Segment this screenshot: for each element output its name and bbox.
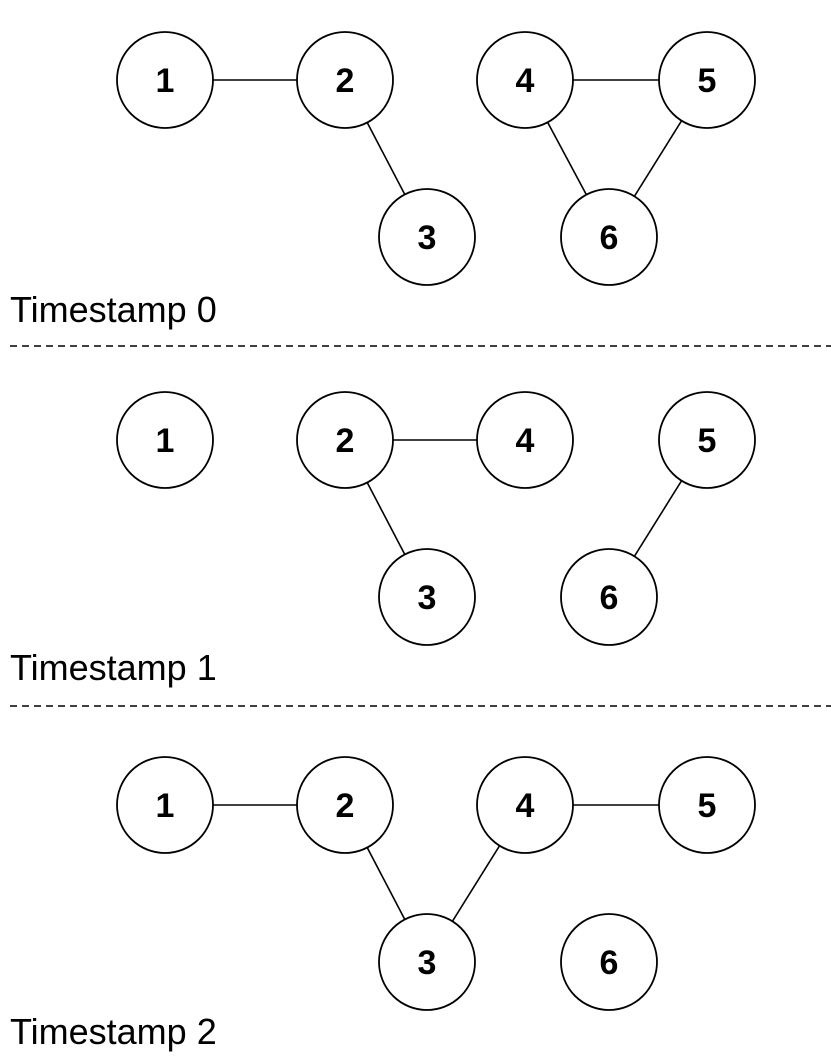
node-label: 4	[516, 62, 535, 100]
node-circle	[560, 548, 658, 646]
node-circle	[296, 756, 394, 854]
node-circle	[476, 756, 574, 854]
panel-label: Timestamp 1	[10, 647, 217, 688]
node-circle	[560, 913, 658, 1011]
node-label: 6	[600, 219, 619, 257]
node-label: 3	[418, 219, 437, 257]
node-3: 3	[378, 548, 476, 646]
node-label: 5	[698, 62, 717, 100]
node-3: 3	[378, 913, 476, 1011]
node-circle	[378, 548, 476, 646]
node-5: 5	[658, 31, 756, 129]
node-circle	[658, 391, 756, 489]
node-label: 4	[516, 422, 535, 460]
node-1: 1	[116, 756, 214, 854]
node-circle	[658, 31, 756, 129]
node-circle	[378, 188, 476, 286]
panel-label: Timestamp 2	[10, 1011, 217, 1052]
node-5: 5	[658, 756, 756, 854]
node-circle	[116, 756, 214, 854]
node-5: 5	[658, 391, 756, 489]
node-2: 2	[296, 756, 394, 854]
node-6: 6	[560, 548, 658, 646]
node-2: 2	[296, 31, 394, 129]
node-circle	[560, 188, 658, 286]
node-label: 3	[418, 944, 437, 982]
node-4: 4	[476, 31, 574, 129]
panel-label: Timestamp 0	[10, 289, 217, 330]
node-circle	[116, 31, 214, 129]
node-label: 5	[698, 422, 717, 460]
node-circle	[378, 913, 476, 1011]
node-label: 2	[336, 422, 355, 460]
node-circle	[476, 31, 574, 129]
node-circle	[296, 391, 394, 489]
node-circle	[476, 391, 574, 489]
node-6: 6	[560, 913, 658, 1011]
node-label: 4	[516, 787, 535, 825]
node-label: 6	[600, 579, 619, 617]
node-3: 3	[378, 188, 476, 286]
node-1: 1	[116, 31, 214, 129]
node-label: 1	[156, 787, 175, 825]
node-6: 6	[560, 188, 658, 286]
node-label: 2	[336, 787, 355, 825]
node-label: 2	[336, 62, 355, 100]
node-label: 1	[156, 422, 175, 460]
node-4: 4	[476, 391, 574, 489]
node-circle	[658, 756, 756, 854]
node-label: 1	[156, 62, 175, 100]
node-label: 5	[698, 787, 717, 825]
node-label: 3	[418, 579, 437, 617]
node-1: 1	[116, 391, 214, 489]
node-circle	[116, 391, 214, 489]
node-4: 4	[476, 756, 574, 854]
node-label: 6	[600, 944, 619, 982]
node-2: 2	[296, 391, 394, 489]
node-circle	[296, 31, 394, 129]
